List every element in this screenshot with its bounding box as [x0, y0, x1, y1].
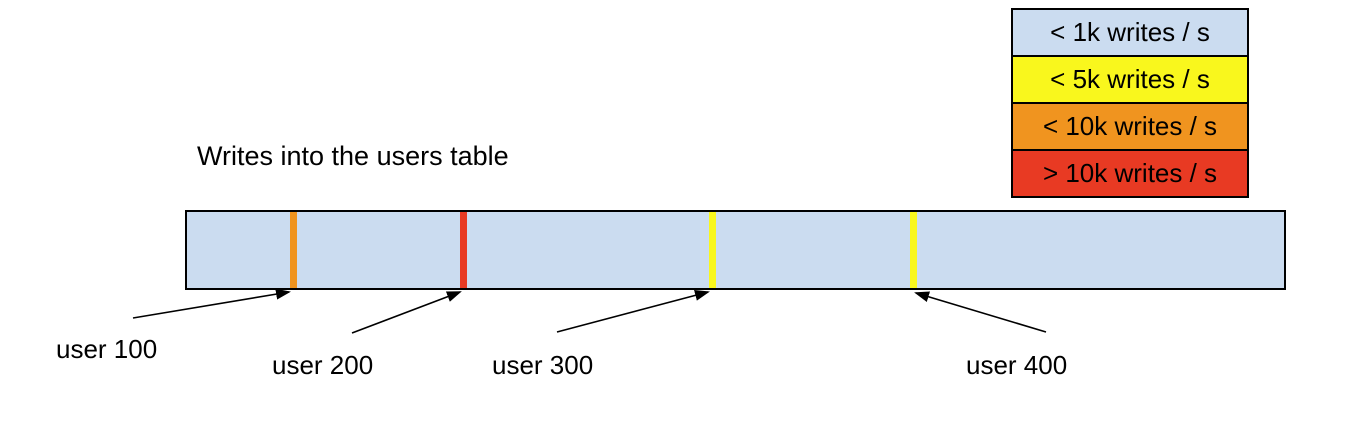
legend-item-label: < 10k writes / s	[1042, 111, 1218, 141]
stripe-user-300	[709, 212, 716, 288]
arrow-user-200	[351, 291, 462, 334]
legend-item-label: > 10k writes / s	[1042, 158, 1218, 188]
user-label-user-400: user 400	[966, 350, 1068, 380]
legend-item-label: < 5k writes / s	[1050, 64, 1210, 94]
diagram-title: Writes into the users table	[197, 141, 509, 171]
arrow-user-300	[556, 290, 710, 333]
legend: < 1k writes / s < 5k writes / s < 10k wr…	[1011, 8, 1249, 198]
legend-item-gt-10k: > 10k writes / s	[1013, 151, 1247, 196]
arrow-user-100	[132, 288, 291, 319]
user-label-user-200: user 200	[272, 350, 374, 380]
user-label-user-300: user 300	[492, 350, 594, 380]
legend-item-lt-10k: < 10k writes / s	[1013, 104, 1247, 151]
legend-item-lt-5k: < 5k writes / s	[1013, 57, 1247, 104]
stripe-user-100	[290, 212, 297, 288]
stripe-user-400	[910, 212, 917, 288]
user-label-user-100: user 100	[56, 334, 158, 364]
stripe-user-200	[460, 212, 467, 288]
legend-item-label: < 1k writes / s	[1050, 17, 1210, 47]
arrow-user-400	[914, 291, 1047, 333]
legend-item-lt-1k: < 1k writes / s	[1013, 10, 1247, 57]
users-table-bar	[185, 210, 1286, 290]
